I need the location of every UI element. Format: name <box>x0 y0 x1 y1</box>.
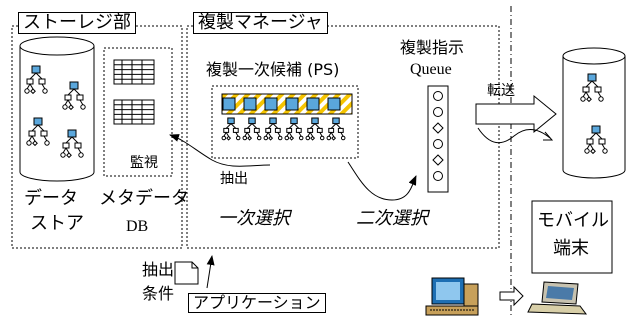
primary-selection-label: 一次選択 <box>218 208 290 229</box>
candidate-node <box>327 97 341 111</box>
storage-section-label: ストーレジ部 <box>18 12 136 34</box>
mobile-store-cylinder <box>562 47 626 179</box>
tree-icon <box>221 117 241 141</box>
transfer-arrow <box>475 94 557 134</box>
metadata-tables <box>113 59 155 125</box>
metadata-label-line2: DB <box>126 218 149 235</box>
data-store-label-line2: ストア <box>30 213 84 234</box>
candidate-node <box>264 97 278 111</box>
replication-order-label-line2: Queue <box>410 61 452 78</box>
mobile-store-trees <box>580 73 608 155</box>
tree-icon <box>326 117 346 141</box>
extract-label: 抽出 <box>220 171 248 187</box>
replication-manager-label: 複製マネージャ <box>193 12 328 34</box>
transfer-wave <box>477 127 551 144</box>
extract-condition-label-line1: 抽出 <box>142 260 175 279</box>
extract-arrow <box>169 134 271 167</box>
queue-slot <box>433 171 443 181</box>
queue-slot <box>433 91 443 101</box>
queue-slot <box>433 107 443 117</box>
metadata-label-line1: メタデータ <box>99 188 189 209</box>
app-to-manager-arrow <box>206 255 215 289</box>
transfer-label: 転送 <box>487 83 515 99</box>
candidate-set-region <box>211 85 359 159</box>
candidate-node <box>285 97 299 111</box>
tree-icon <box>60 129 84 159</box>
metadata-db-box <box>103 47 173 177</box>
replication-order-label-line1: 複製指示 <box>400 38 465 57</box>
desktop-computer-icon <box>425 277 479 316</box>
mobile-terminal-label-line1: モバイル <box>537 210 609 231</box>
application-box: アプリケーション <box>188 293 326 313</box>
secondary-selection-arrow <box>347 161 417 201</box>
tree-icon <box>62 81 86 111</box>
candidate-nodes <box>222 97 341 111</box>
data-store-trees <box>24 65 86 159</box>
secondary-selection-label: 二次選択 <box>356 208 428 229</box>
mobile-terminal-box <box>531 200 613 274</box>
candidate-trees <box>221 117 346 141</box>
queue-slot <box>432 154 444 166</box>
laptop-icon <box>527 281 588 315</box>
queue-slots <box>432 91 444 181</box>
tree-icon <box>24 65 48 95</box>
tree-icon <box>263 117 283 141</box>
queue-slot <box>433 139 443 149</box>
candidate-node <box>222 97 236 111</box>
replication-manager-frame <box>186 25 500 249</box>
tree-icon <box>242 117 262 141</box>
queue-slot <box>432 122 444 134</box>
candidate-node <box>243 97 257 111</box>
primary-candidates-label: 複製一次候補 (PS) <box>206 60 340 79</box>
candidate-node <box>306 97 320 111</box>
tree-icon <box>584 125 608 155</box>
tree-icon <box>580 73 604 103</box>
tree-icon <box>26 117 50 147</box>
metadata-table-icon <box>113 99 155 125</box>
transfer-wave-head <box>543 131 554 141</box>
mobile-terminal-label-line2: 端末 <box>553 238 589 259</box>
sync-arrow <box>499 285 524 307</box>
document-icon <box>174 261 199 285</box>
tree-icon <box>305 117 325 141</box>
extract-condition-label-line2: 条件 <box>142 284 175 303</box>
monitor-label: 監視 <box>130 155 158 171</box>
metadata-table-icon <box>113 59 155 85</box>
tree-icon <box>284 117 304 141</box>
data-store-label-line1: データ <box>24 188 78 209</box>
